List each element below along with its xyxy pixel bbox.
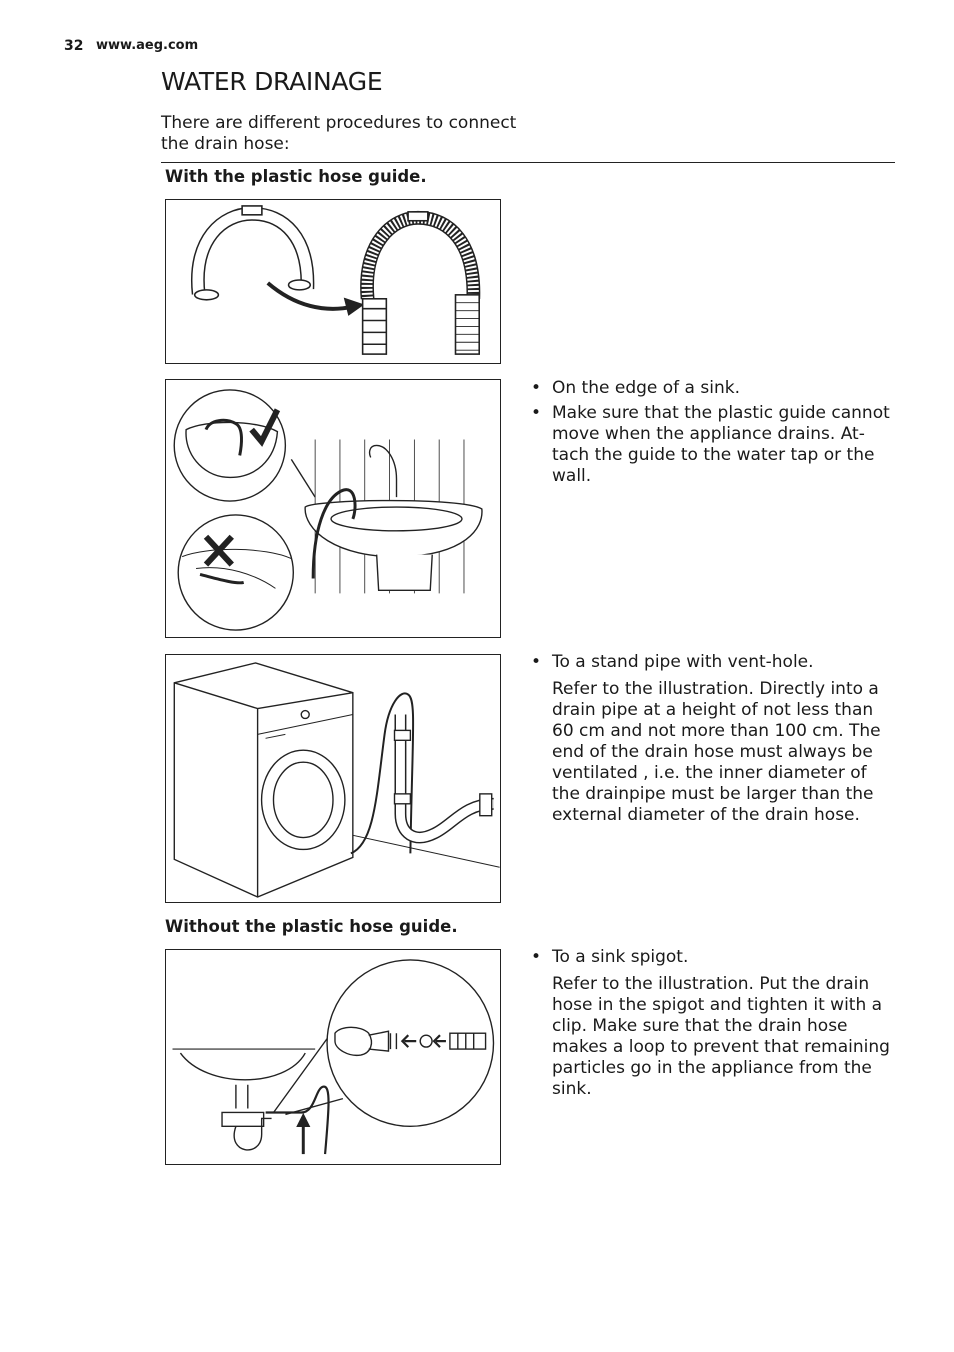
- without-guide-heading: Without the plastic hose guide.: [165, 917, 458, 936]
- list-item: • Make sure that the plastic guide canno…: [531, 403, 890, 486]
- bullet-icon: •: [531, 403, 542, 423]
- list-item: • On the edge of a sink.: [531, 378, 740, 398]
- list-item: • To a sink spigot.: [531, 947, 689, 967]
- section-intro: There are different procedures to connec…: [161, 113, 517, 154]
- sink-edge-illustration: [165, 379, 501, 638]
- stand-pipe-illustration: [165, 654, 501, 903]
- with-guide-heading: With the plastic hose guide.: [165, 167, 427, 186]
- sink-spigot-illustration: [165, 949, 501, 1165]
- stand-pipe-text: • To a stand pipe with vent-hole. Refer …: [531, 652, 891, 826]
- hose-guide-illustration: [165, 199, 501, 364]
- page-number: 32: [64, 38, 84, 54]
- sink-spigot-text: • To a sink spigot. Refer to the illustr…: [531, 947, 891, 1100]
- bullet-icon: •: [531, 947, 542, 967]
- sink-edge-text: • On the edge of a sink. • Make sure tha…: [531, 378, 891, 491]
- bullet-icon: •: [531, 378, 542, 398]
- stand-pipe-paragraph: Refer to the illustration. Directly into…: [552, 679, 881, 825]
- sink-spigot-paragraph: Refer to the illustration. Put the drain…: [552, 974, 890, 1099]
- check-mark-icon: [249, 408, 281, 447]
- list-item: • To a stand pipe with vent-hole.: [531, 652, 814, 672]
- bullet-icon: •: [531, 652, 542, 672]
- section-title: WATER DRAINAGE: [161, 67, 383, 96]
- header-url: www.aeg.com: [96, 38, 199, 53]
- cross-mark-icon: [203, 534, 234, 567]
- section-divider: [161, 162, 895, 163]
